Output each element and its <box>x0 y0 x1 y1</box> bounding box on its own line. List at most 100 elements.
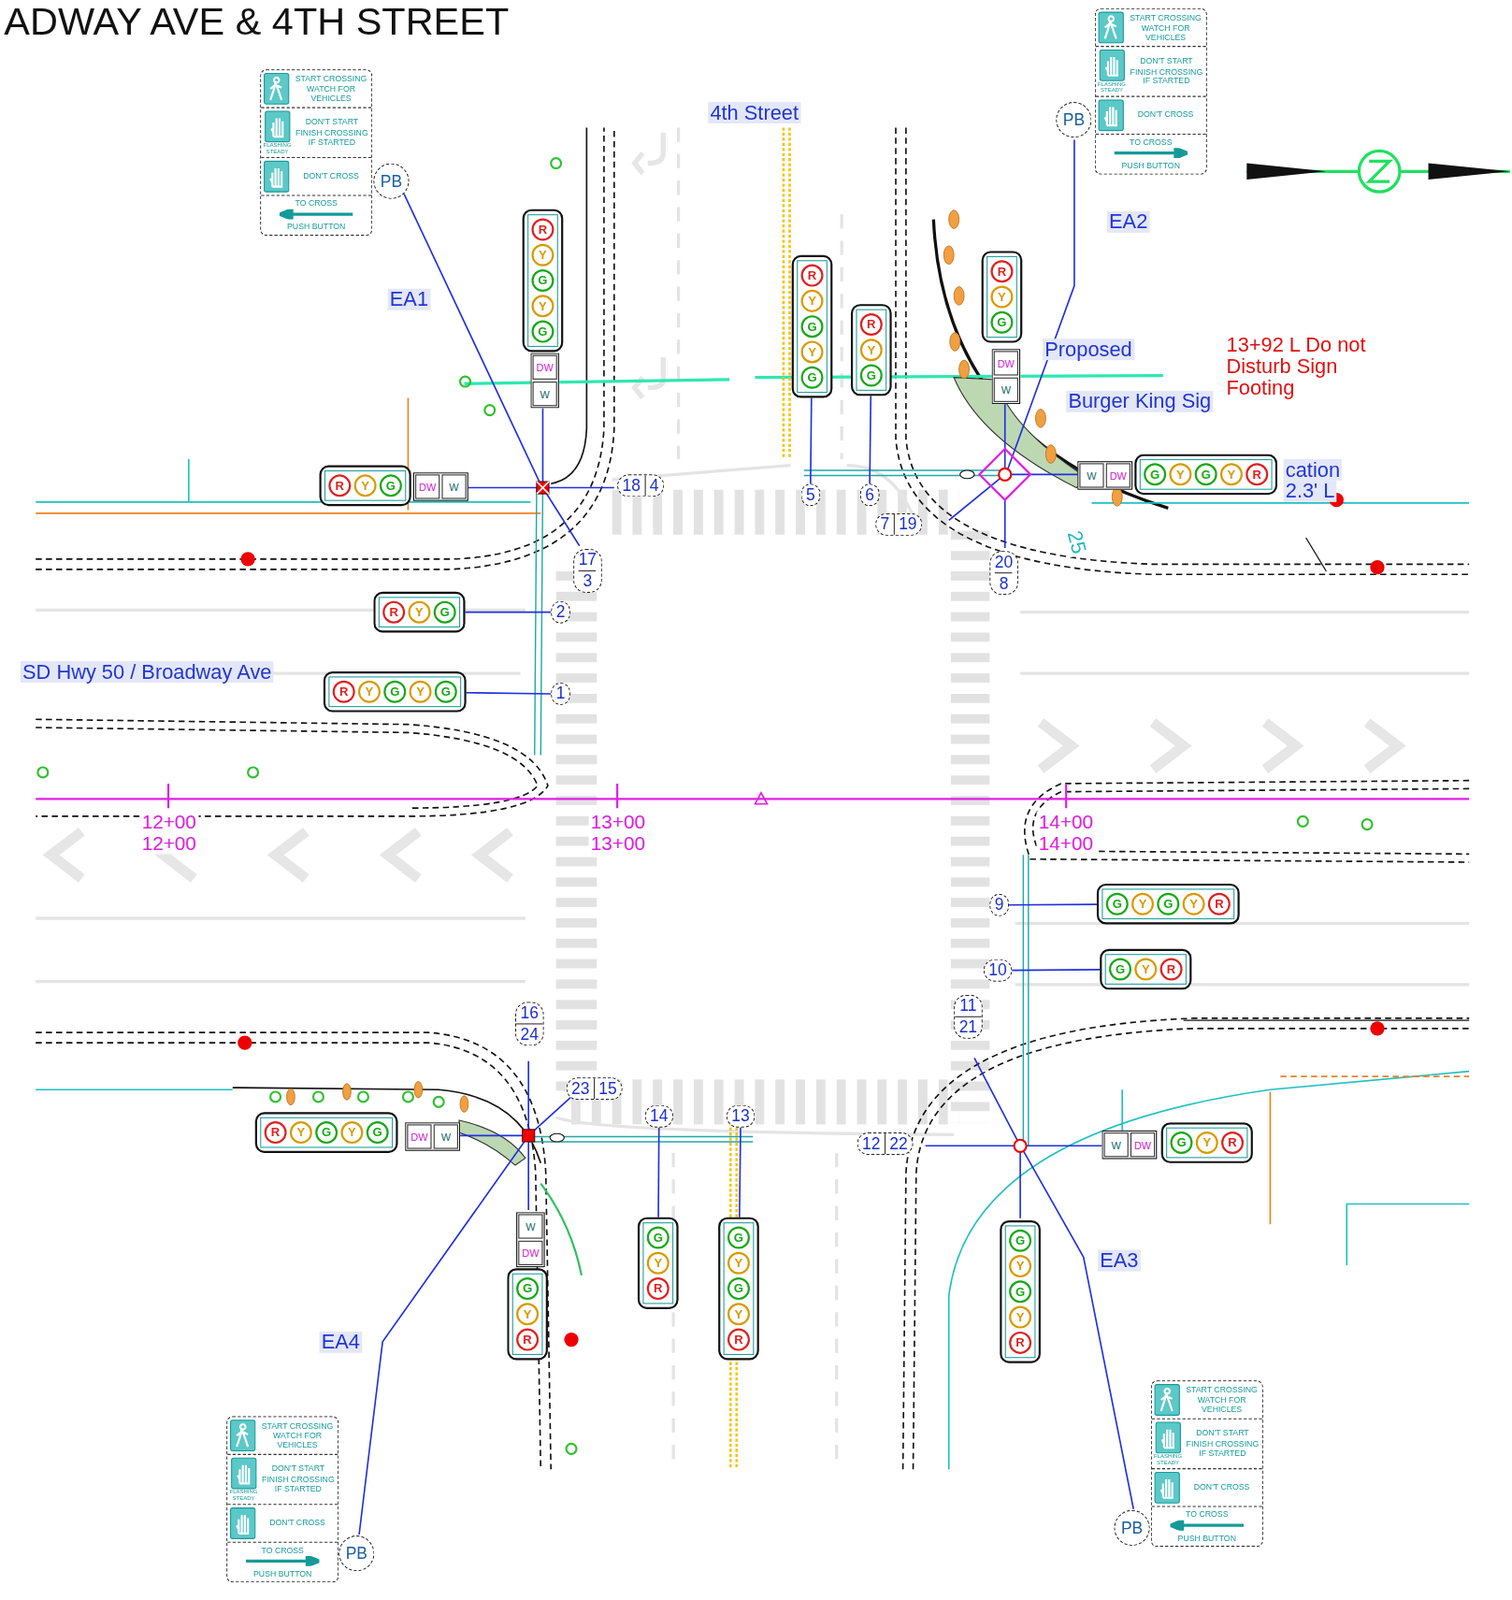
tree <box>37 767 48 778</box>
sign-text-column: DON'T STARTFINISH CROSSING IF STARTED <box>294 116 370 148</box>
sign-row: START CROSSINGWATCH FOR VEHICLES <box>260 70 372 108</box>
icon-column: FLASHINGSTEADY <box>229 1456 258 1501</box>
signal-head: GYR <box>506 1267 548 1360</box>
callout-text: 13 <box>727 1106 754 1127</box>
pedestrian-indication: DW <box>415 474 440 499</box>
signal-lamp: R <box>382 601 405 624</box>
signal-lamp: Y <box>801 340 824 363</box>
sign-text-column: DON'T STARTFINISH CROSSING IF STARTED <box>1184 1427 1260 1459</box>
sign-text: TO CROSS <box>1153 1509 1260 1519</box>
signal-lamp: G <box>1008 1280 1032 1303</box>
pedestrian-icon <box>1097 98 1124 131</box>
icon-panel <box>264 111 289 143</box>
lamp-letter: R <box>538 222 548 237</box>
plan-label: cation <box>1283 459 1343 481</box>
lamp-letter: Y <box>1189 896 1198 911</box>
signal-head: GYR <box>1099 949 1192 991</box>
lamp-letter: Y <box>866 343 876 358</box>
signal-lamp: Y <box>354 474 377 497</box>
sign-row: FLASHINGSTEADYDON'T STARTFINISH CROSSING… <box>1095 46 1207 97</box>
signal-lamp: R <box>328 474 351 497</box>
pedestrian-signal: DWW <box>404 1122 461 1152</box>
lamp-letter: Y <box>416 684 425 699</box>
indication-letter: DW <box>418 480 436 492</box>
pedestrian-icon <box>229 1419 256 1453</box>
indication-letter: DW <box>997 357 1015 369</box>
indication-letter: DW <box>1109 469 1127 481</box>
icon-panel <box>230 1420 256 1452</box>
signal-lamp: Y <box>1195 1131 1219 1154</box>
sign-text: WATCH FOR VEHICLES <box>292 84 370 103</box>
tree <box>358 1091 369 1102</box>
chevron <box>51 831 511 879</box>
lamp-letter: G <box>441 684 451 699</box>
callout-text: 15 <box>593 1078 621 1099</box>
signal-state: STEADY <box>231 1495 255 1501</box>
sign-text: START CROSSING <box>259 1421 336 1431</box>
lamp-letter: G <box>321 1124 332 1139</box>
shrub <box>950 332 961 352</box>
indication-letter: W <box>1001 384 1011 396</box>
pedestrian-indication: DW <box>532 355 558 380</box>
lamp-letter: Y <box>415 604 424 620</box>
median <box>35 719 548 817</box>
lamp-letter: R <box>1227 1135 1237 1150</box>
lamp-letter: Y <box>807 293 817 308</box>
signal-lamp: G <box>990 311 1013 334</box>
indication-letter: DW <box>1134 1138 1152 1151</box>
callout-text: 24 <box>516 1022 543 1045</box>
signal-head: RYG <box>373 591 465 634</box>
callout-text: 1 <box>551 683 569 705</box>
signal-housing: RYG <box>855 309 887 391</box>
lamp-letter: R <box>522 1332 532 1347</box>
signal-head: GYGYR <box>999 1220 1041 1364</box>
callout-number: 1 <box>550 682 571 706</box>
lamp-letter: R <box>1015 1335 1024 1350</box>
pedestrian-icon <box>230 1456 257 1490</box>
signal-lamp: Y <box>1168 462 1192 486</box>
sign-text: START CROSSING <box>1183 1384 1261 1395</box>
connector <box>1011 968 1100 971</box>
signal-lamp: G <box>516 1277 539 1300</box>
icon-panel <box>1154 1471 1180 1503</box>
hand-figure <box>1105 57 1118 76</box>
push-button: PB <box>1055 101 1092 138</box>
signal-head: RYG <box>981 250 1023 343</box>
signal-lamp: G <box>1156 892 1180 916</box>
lamp-letter: Y <box>538 247 548 262</box>
lamp-letter: Y <box>1016 1258 1025 1273</box>
lamp-letter: R <box>807 268 817 283</box>
signal-housing: RYG <box>986 256 1018 338</box>
callout-text: 10 <box>984 960 1011 981</box>
signal-lamp: R <box>1208 892 1231 916</box>
tree <box>313 1091 324 1102</box>
plan-label: 25 <box>1063 526 1092 559</box>
signal-lamp: Y <box>516 1302 539 1325</box>
signal-lamp: R <box>332 680 356 704</box>
lamp-letter: G <box>537 273 548 288</box>
callout-number: 2315 <box>566 1077 623 1100</box>
signal-state: STEADY <box>1100 87 1124 94</box>
lamp-letter: G <box>522 1281 533 1296</box>
luminaire <box>1369 560 1384 575</box>
centerline <box>35 783 1469 808</box>
shrub <box>414 1081 423 1098</box>
lamp-letter: R <box>388 604 398 620</box>
shrub <box>287 1088 296 1105</box>
signal-lamp: G <box>434 680 458 704</box>
connector <box>1008 903 1097 906</box>
median <box>35 727 538 808</box>
lamp-letter: Y <box>1176 467 1185 482</box>
indication-letter: DW <box>521 1247 539 1259</box>
sign-text-column: START CROSSINGWATCH FOR VEHICLES <box>259 1420 336 1452</box>
sign-text: PUSH BUTTON <box>1097 160 1204 171</box>
utility-line <box>35 398 1270 1225</box>
sign-text: FINISH CROSSING IF STARTED <box>1184 1439 1260 1458</box>
sign-text-column: DON'T STARTFINISH CROSSING IF STARTED <box>260 1463 336 1495</box>
signal-head: RYGYG <box>522 209 564 353</box>
callout-text: 23 <box>567 1078 594 1099</box>
signal-lamp: Y <box>531 244 554 267</box>
sign-text: DON'T CROSS <box>292 171 370 181</box>
